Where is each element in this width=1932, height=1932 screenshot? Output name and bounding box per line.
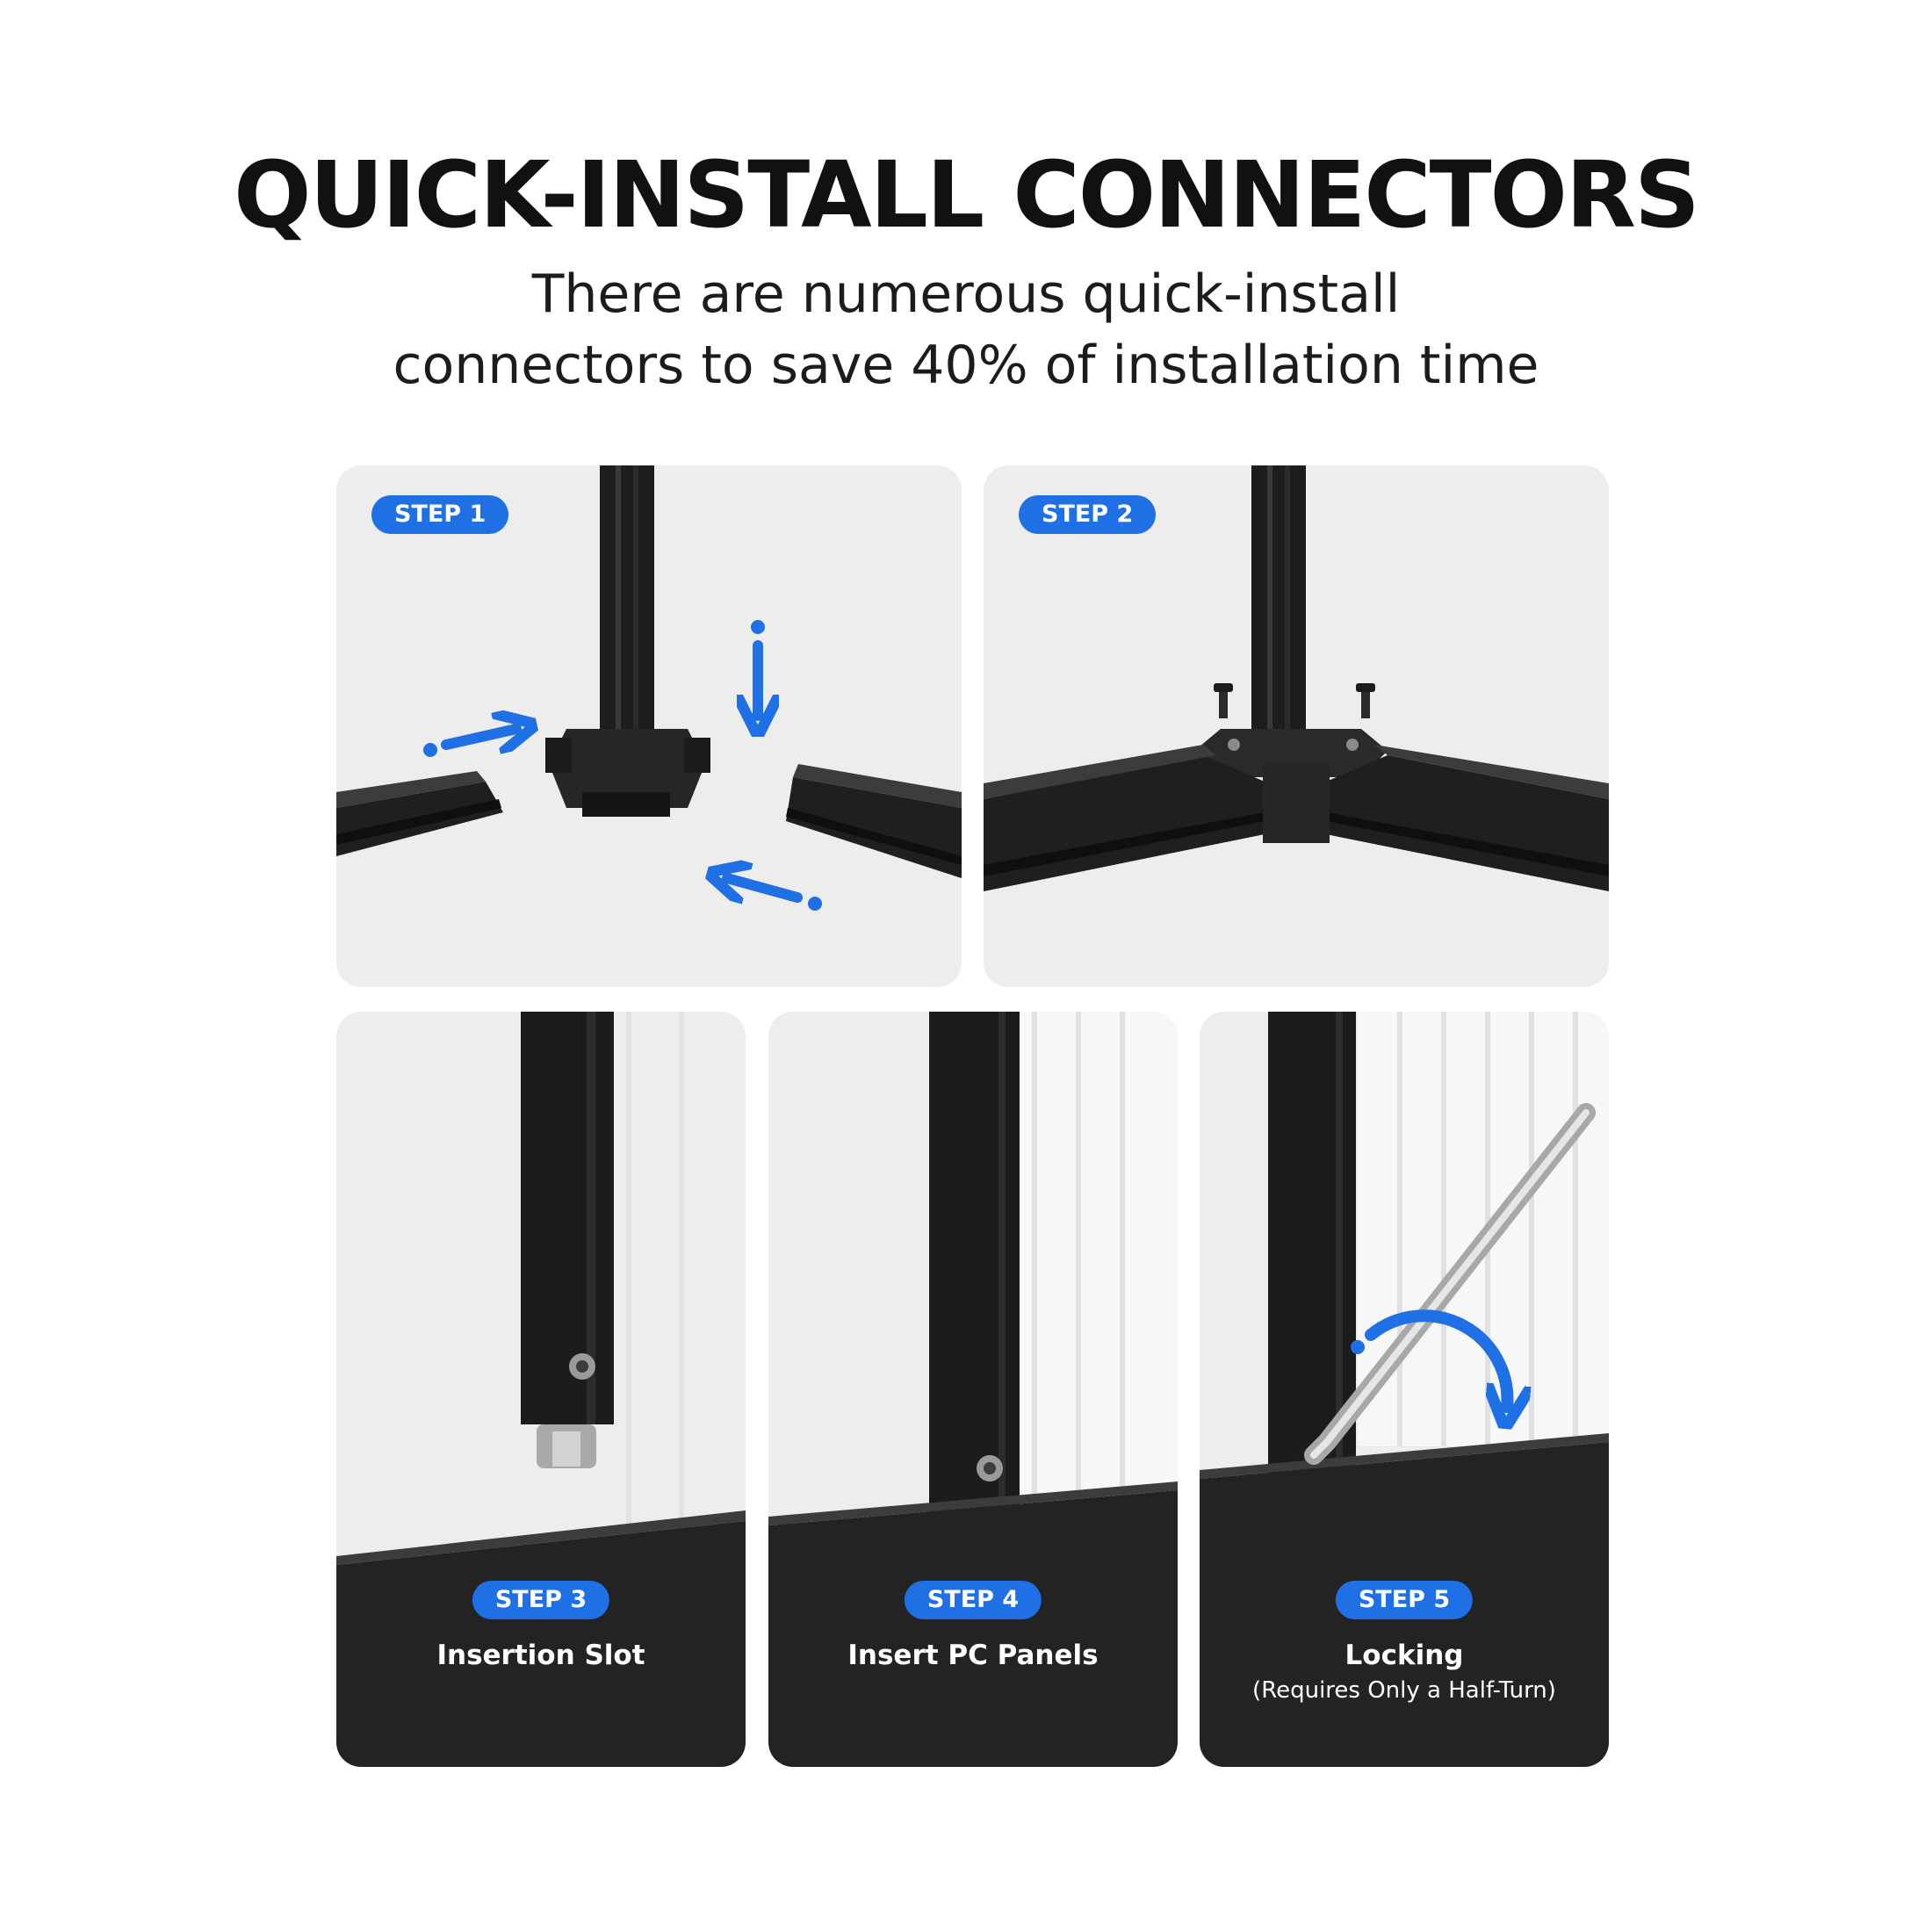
arrow-left-icon bbox=[727, 878, 822, 911]
base-slot bbox=[336, 1521, 746, 1767]
arrow-down-icon bbox=[751, 620, 765, 716]
vertical-post bbox=[1251, 465, 1306, 755]
step-3-label: Insertion Slot bbox=[436, 1640, 645, 1671]
screw-icon bbox=[569, 1353, 595, 1380]
step-3-badge: STEP 3 bbox=[472, 1581, 610, 1619]
vertical-post bbox=[929, 1012, 1020, 1521]
step-4-illustration bbox=[768, 1012, 1178, 1767]
base-slot bbox=[768, 1490, 1178, 1767]
rotate-arrow-icon bbox=[1351, 1309, 1507, 1407]
connector-hub bbox=[549, 729, 705, 808]
screw-icon bbox=[977, 1455, 1003, 1481]
vertical-post bbox=[521, 1012, 614, 1424]
vertical-post bbox=[600, 465, 654, 729]
step-2-badge: STEP 2 bbox=[1019, 495, 1157, 534]
step-2-panel: STEP 2 bbox=[984, 465, 1609, 987]
step-5-note: (Requires Only a Half-Turn) bbox=[1252, 1677, 1556, 1704]
subtitle-line-1: There are numerous quick-install bbox=[531, 263, 1401, 325]
subtitle-line-2: connectors to save 40% of installation t… bbox=[393, 335, 1539, 396]
arrow-right-icon bbox=[423, 729, 516, 757]
connector-plate bbox=[1194, 729, 1388, 777]
page-title: QUICK-INSTALL CONNECTORS bbox=[234, 141, 1700, 249]
step-1-panel: STEP 1 bbox=[336, 465, 962, 987]
step-1-badge: STEP 1 bbox=[371, 495, 509, 534]
step-3-illustration bbox=[336, 1012, 746, 1767]
step-5-panel: STEP 5 Locking (Requires Only a Half-Tur… bbox=[1200, 1012, 1609, 1767]
screw-icon bbox=[1214, 683, 1233, 718]
step-1-illustration bbox=[336, 465, 962, 911]
step-5-badge: STEP 5 bbox=[1335, 1581, 1474, 1619]
step-2-illustration bbox=[984, 465, 1609, 891]
step-4-label: Insert PC Panels bbox=[847, 1640, 1099, 1671]
screw-icon bbox=[1356, 683, 1375, 718]
step-3-panel: STEP 3 Insertion Slot bbox=[336, 1012, 746, 1767]
step-5-label: Locking bbox=[1344, 1640, 1464, 1671]
step-4-badge: STEP 4 bbox=[904, 1581, 1042, 1619]
step-4-panel: STEP 4 Insert PC Panels bbox=[768, 1012, 1178, 1767]
